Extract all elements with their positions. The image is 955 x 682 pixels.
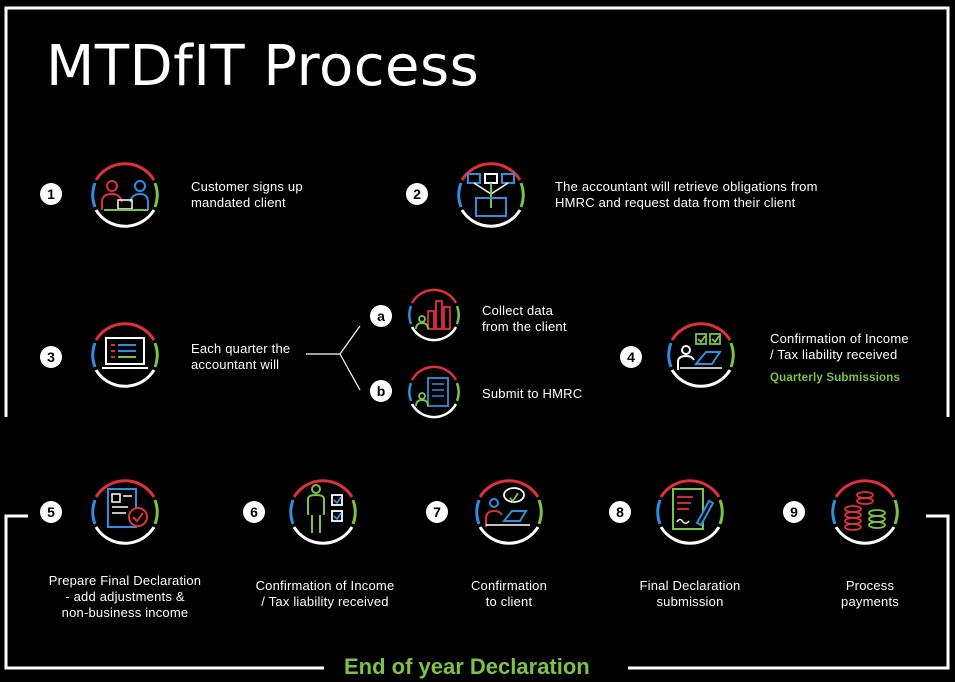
step-9-text: Process payments	[841, 578, 899, 609]
step-3-number: 3	[40, 346, 62, 368]
step-4-number: 4	[620, 346, 642, 368]
people-laptop-icon	[91, 162, 159, 228]
step-8-text: Final Declaration submission	[639, 578, 741, 609]
step-8-number: 8	[609, 501, 631, 523]
end-of-year-declaration-label: End of year Declaration	[338, 654, 596, 680]
document-check-icon	[91, 479, 159, 545]
step-7-number: 7	[426, 501, 448, 523]
document-pen-icon	[656, 479, 724, 545]
bar-chart-person-icon	[408, 288, 460, 342]
network-monitors-icon	[457, 162, 525, 228]
person-chat-laptop-icon	[475, 479, 543, 545]
person-checklist-icon	[667, 322, 735, 388]
page-title: MTDfIT Process	[46, 34, 480, 99]
step-3-text: Each quarter the accountant will	[191, 341, 291, 372]
building-person-icon	[408, 365, 460, 419]
step-2-text: The accountant will retrieve obligations…	[555, 179, 818, 210]
quarterly-submissions-label: Quarterly Submissions	[770, 372, 901, 384]
step-5-number: 5	[40, 501, 62, 523]
step-9-number: 9	[783, 501, 805, 523]
substep-a-letter: a	[370, 305, 392, 327]
step-4-text: Confirmation of Income / Tax liability r…	[770, 331, 909, 362]
person-checkboxes-icon	[289, 479, 357, 545]
step-1-text: Customer signs up mandated client	[191, 179, 303, 210]
laptop-checklist-icon	[91, 322, 159, 388]
coin-stacks-icon	[831, 479, 899, 545]
substep-b-letter: b	[370, 380, 392, 402]
step-1-number: 1	[40, 183, 62, 205]
step-6-text: Confirmation of Income / Tax liability r…	[255, 578, 395, 609]
step-6-number: 6	[243, 501, 265, 523]
step-2-number: 2	[406, 183, 428, 205]
substep-b-text: Submit to HMRC	[482, 386, 583, 401]
step-5-text: Prepare Final Declaration - add adjustme…	[48, 573, 202, 620]
step-7-text: Confirmation to client	[470, 578, 548, 609]
substep-a-text: Collect data from the client	[482, 303, 567, 334]
